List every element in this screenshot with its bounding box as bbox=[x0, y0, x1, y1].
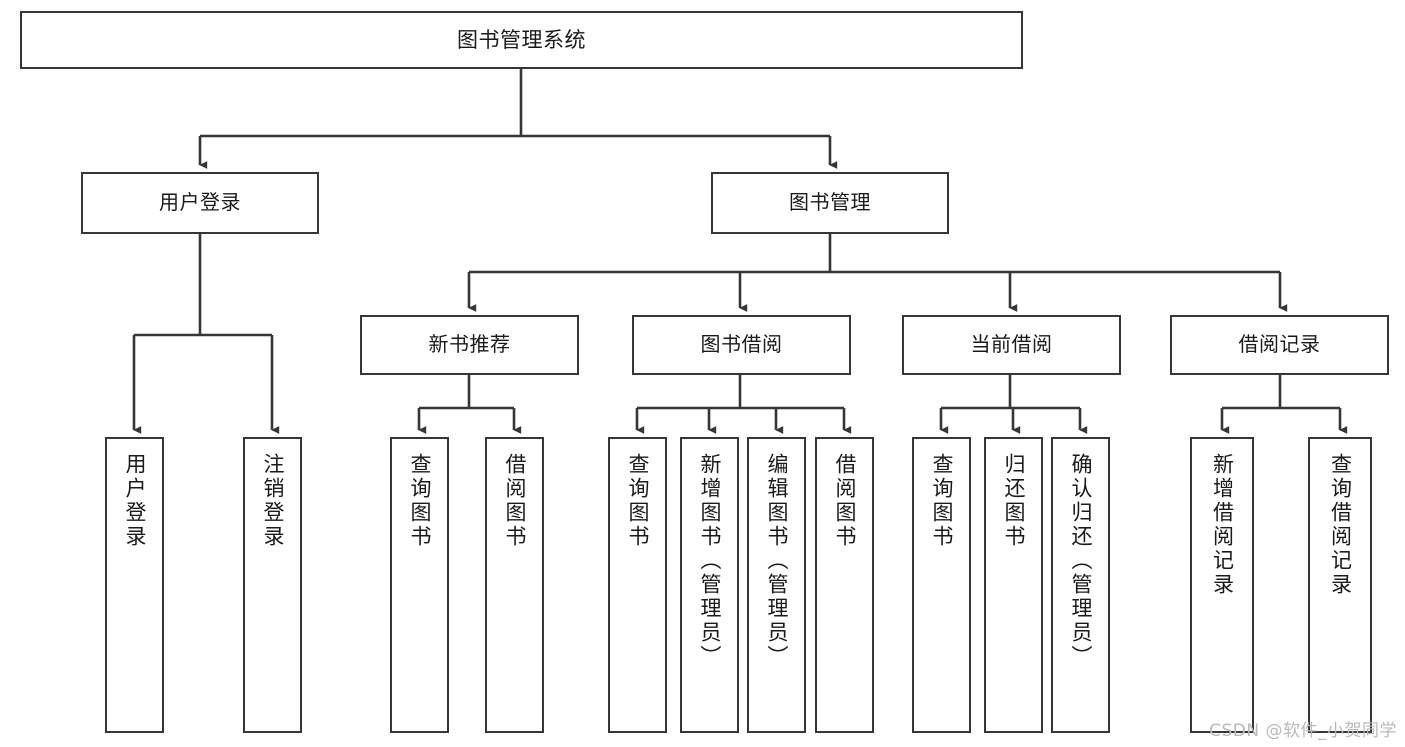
node-leaf-borrow-book-2-label: 借阅图书 bbox=[833, 453, 857, 549]
node-leaf-add-record[interactable]: 新增借阅记录 bbox=[1190, 437, 1254, 733]
node-leaf-return-book-label: 归还图书 bbox=[1002, 453, 1026, 549]
node-leaf-user-login-label: 用户登录 bbox=[123, 453, 147, 549]
node-leaf-query-book-2[interactable]: 查询图书 bbox=[608, 437, 667, 733]
node-leaf-user-login[interactable]: 用户登录 bbox=[105, 437, 164, 733]
node-leaf-borrow-book-1-label: 借阅图书 bbox=[503, 453, 527, 549]
node-user-login-label: 用户登录 bbox=[159, 190, 241, 215]
node-leaf-query-book-1[interactable]: 查询图书 bbox=[390, 437, 449, 733]
node-leaf-confirm-return-label: 确认归还（管理员） bbox=[1069, 453, 1093, 669]
node-new-book-recommend[interactable]: 新书推荐 bbox=[360, 315, 579, 375]
node-root[interactable]: 图书管理系统 bbox=[20, 11, 1023, 69]
node-leaf-edit-book[interactable]: 编辑图书（管理员） bbox=[747, 437, 806, 733]
node-leaf-query-record[interactable]: 查询借阅记录 bbox=[1308, 437, 1372, 733]
node-leaf-add-book-label: 新增图书（管理员） bbox=[698, 453, 722, 669]
node-borrow-record[interactable]: 借阅记录 bbox=[1170, 315, 1389, 375]
node-leaf-borrow-book-1[interactable]: 借阅图书 bbox=[485, 437, 544, 733]
node-leaf-query-book-1-label: 查询图书 bbox=[408, 453, 432, 549]
node-leaf-logout[interactable]: 注销登录 bbox=[243, 437, 302, 733]
node-current-borrow-label: 当前借阅 bbox=[970, 332, 1053, 357]
node-leaf-query-book-3-label: 查询图书 bbox=[930, 453, 954, 549]
node-leaf-logout-label: 注销登录 bbox=[261, 453, 285, 549]
csdn-watermark: CSDN @软件_小贺同学 bbox=[1209, 721, 1397, 741]
node-borrow-record-label: 借阅记录 bbox=[1238, 332, 1321, 357]
node-book-manage-label: 图书管理 bbox=[789, 190, 871, 215]
node-leaf-borrow-book-2[interactable]: 借阅图书 bbox=[815, 437, 874, 733]
node-user-login[interactable]: 用户登录 bbox=[81, 172, 319, 234]
node-new-book-recommend-label: 新书推荐 bbox=[428, 332, 511, 357]
node-leaf-add-book[interactable]: 新增图书（管理员） bbox=[680, 437, 739, 733]
node-leaf-edit-book-label: 编辑图书（管理员） bbox=[765, 453, 789, 669]
node-current-borrow[interactable]: 当前借阅 bbox=[902, 315, 1121, 375]
node-leaf-return-book[interactable]: 归还图书 bbox=[984, 437, 1043, 733]
node-leaf-confirm-return[interactable]: 确认归还（管理员） bbox=[1051, 437, 1110, 733]
node-leaf-query-book-2-label: 查询图书 bbox=[626, 453, 650, 549]
node-book-borrow[interactable]: 图书借阅 bbox=[632, 315, 851, 375]
node-leaf-add-record-label: 新增借阅记录 bbox=[1210, 453, 1235, 597]
node-leaf-query-book-3[interactable]: 查询图书 bbox=[912, 437, 971, 733]
node-book-manage[interactable]: 图书管理 bbox=[711, 172, 949, 234]
node-book-borrow-label: 图书借阅 bbox=[700, 332, 783, 357]
node-leaf-query-record-label: 查询借阅记录 bbox=[1328, 453, 1353, 597]
node-root-label: 图书管理系统 bbox=[457, 27, 586, 52]
